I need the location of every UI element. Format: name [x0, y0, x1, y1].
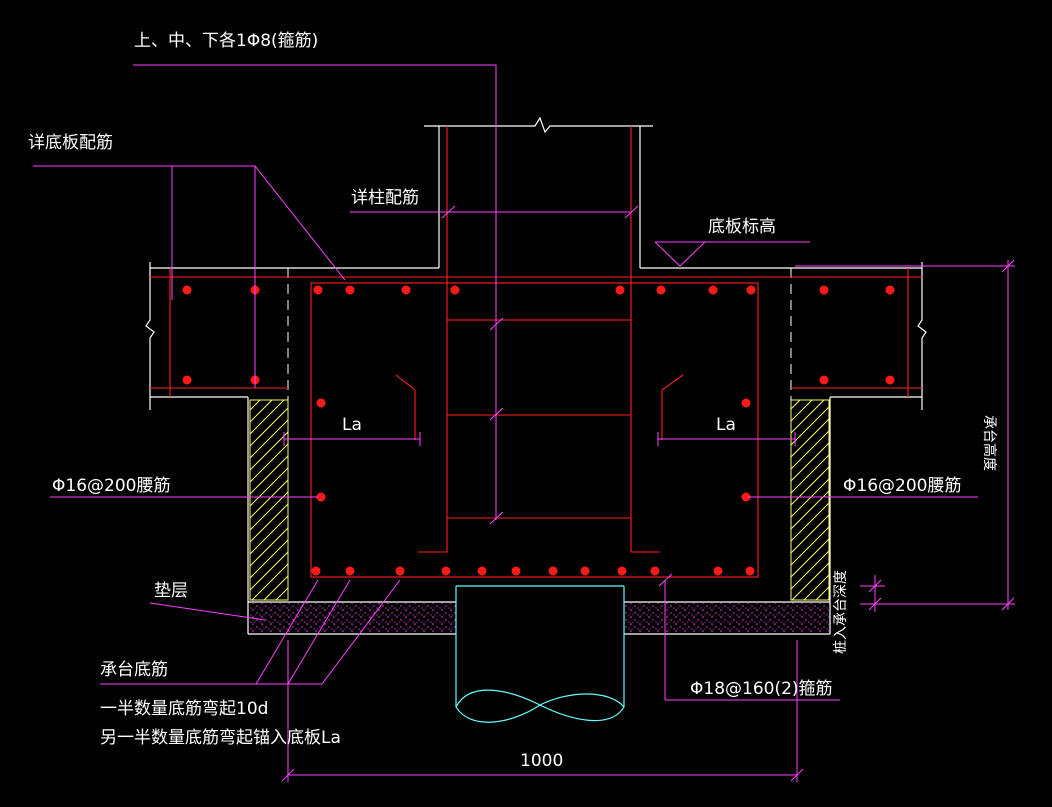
hatch-right: [790, 399, 830, 601]
column-outline: [424, 116, 653, 268]
label-anchor-right: La: [716, 415, 736, 435]
cushion-right: [624, 603, 829, 633]
hatch-left: [249, 399, 289, 601]
label-note-line1: 一半数量底筋弯起10d: [100, 699, 268, 719]
label-slab-elevation: 底板标高: [708, 217, 776, 237]
rebar-lines: [150, 126, 922, 578]
label-cap-bottom-rebar: 承台底筋: [100, 660, 168, 680]
pile: [455, 585, 625, 723]
cushion-left: [249, 603, 456, 633]
label-cap-height: 承台高度: [981, 415, 998, 471]
leader-lines: [33, 64, 1015, 782]
label-pile-embed: 桩入承台深度: [832, 570, 849, 654]
label-cushion: 垫层: [154, 581, 188, 601]
label-anchor-left: La: [342, 415, 362, 435]
label-slab-rebar: 详底板配筋: [28, 133, 113, 153]
label-note-line2: 另一半数量底筋弯起锚入底板La: [100, 728, 341, 748]
label-stirrup-bottom: Φ18@160(2)箍筋: [690, 679, 833, 699]
rebar-dots: [182, 285, 895, 576]
label-waist-right: Φ16@200腰筋: [843, 476, 961, 496]
label-width-dim: 1000: [520, 751, 563, 771]
slab-outline: [145, 262, 927, 635]
label-waist-left: Φ16@200腰筋: [52, 476, 170, 496]
label-stirrup-top: 上、中、下各1Φ8(箍筋): [134, 31, 318, 51]
label-column-rebar: 详柱配筋: [351, 188, 419, 208]
